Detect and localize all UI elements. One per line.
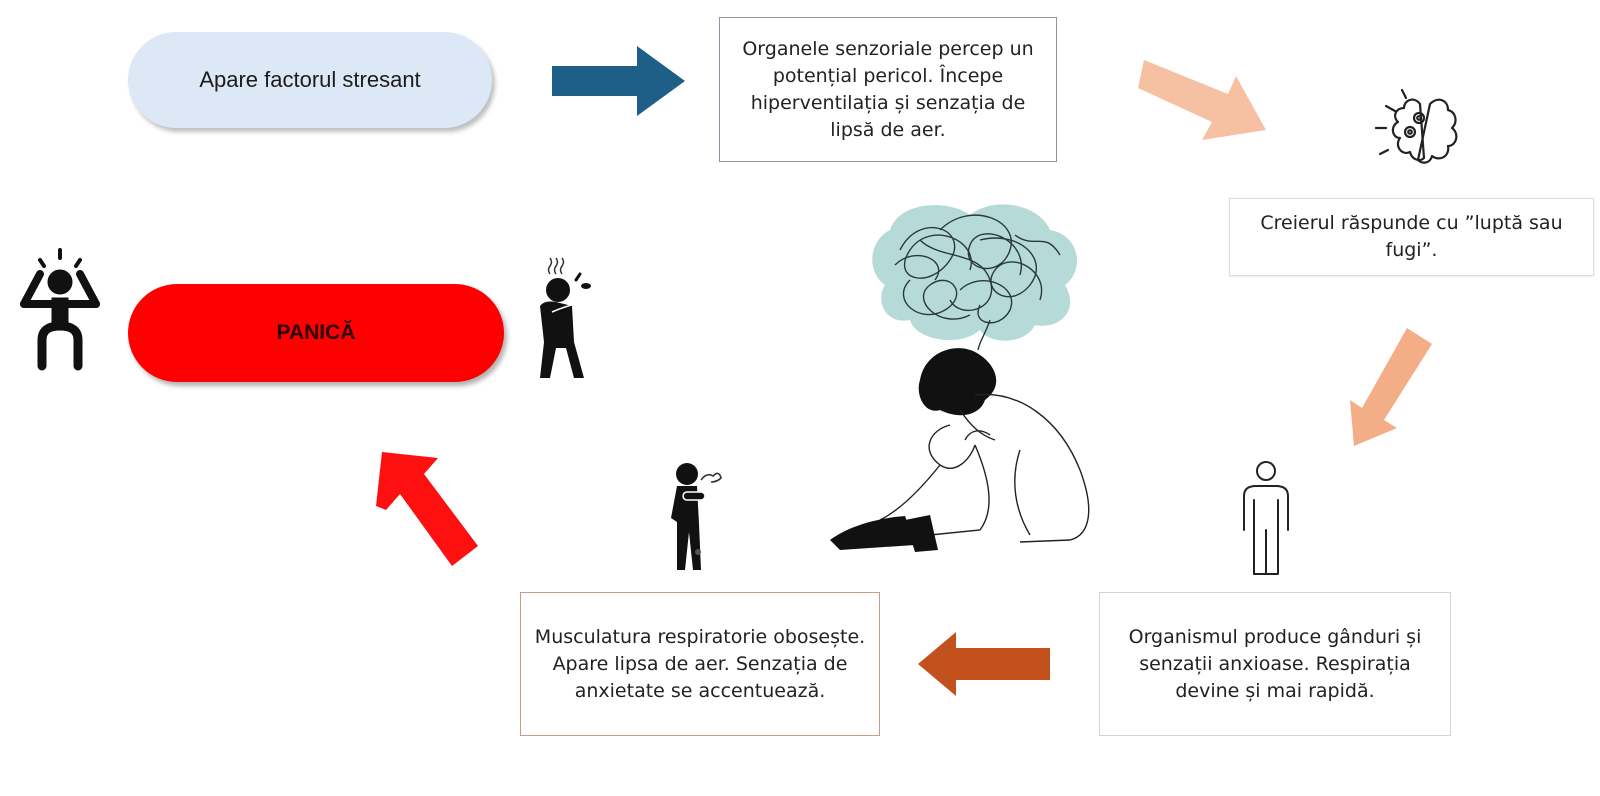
node-panic-label: PANICĂ bbox=[276, 321, 356, 344]
node-stressor: Apare factorul stresant bbox=[128, 32, 492, 128]
node-brain: Creierul răspunde cu ”luptă sau fugi”. bbox=[1229, 198, 1594, 276]
arrow-muscles-to-panic bbox=[376, 452, 478, 566]
node-senses-label: Organele senzoriale percep un potențial … bbox=[742, 37, 1034, 141]
stressed-person-icon bbox=[20, 248, 100, 371]
node-panic: PANICĂ bbox=[128, 284, 504, 382]
arrow-stressor-to-senses bbox=[552, 46, 685, 116]
node-senses: Organele senzoriale percep un potențial … bbox=[719, 17, 1057, 162]
node-muscles-label: Musculatura respiratorie obosește. Apare… bbox=[534, 625, 866, 702]
thought-cloud bbox=[872, 204, 1077, 341]
arrow-brain-to-body bbox=[1350, 328, 1432, 446]
node-body-label: Organismul produce gânduri și senzații a… bbox=[1128, 625, 1422, 702]
node-body: Organismul produce gânduri și senzații a… bbox=[1099, 592, 1451, 736]
arrow-senses-to-brain bbox=[1138, 60, 1266, 140]
node-brain-label: Creierul răspunde cu ”luptă sau fugi”. bbox=[1260, 212, 1563, 261]
brain-gears-icon bbox=[1374, 88, 1458, 164]
node-muscles: Musculatura respiratorie obosește. Apare… bbox=[520, 592, 880, 736]
node-stressor-label: Apare factorul stresant bbox=[199, 67, 421, 92]
arrow-body-to-muscles bbox=[918, 632, 1050, 696]
anxious-sitting-person-illustration bbox=[830, 204, 1090, 552]
standing-person-icon bbox=[1243, 461, 1289, 575]
coughing-person-icon bbox=[540, 257, 591, 378]
breathless-person-icon bbox=[671, 463, 722, 570]
